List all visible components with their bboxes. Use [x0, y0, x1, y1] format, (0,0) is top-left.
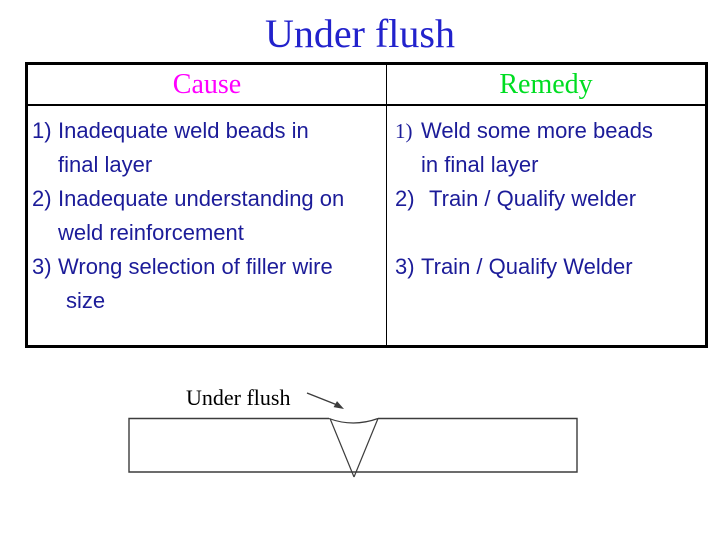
weld-diagram — [128, 392, 578, 478]
cause-remedy-table: Cause Remedy 1)Inadequate weld beads in … — [25, 62, 708, 348]
item-text: size — [66, 288, 106, 313]
table-header-row: Cause Remedy — [28, 65, 705, 106]
cause-line-4: weld reinforcement — [32, 216, 384, 250]
item-number: 3) — [395, 254, 415, 279]
remedy-cell: 1) Weld some more beads in final layer 2)… — [387, 106, 705, 345]
item-text: Train / Qualify Welder — [421, 254, 633, 279]
item-text: Inadequate weld beads in — [58, 118, 309, 143]
table-body-row: 1)Inadequate weld beads in final layer 2… — [28, 106, 705, 345]
item-number: 3) — [32, 254, 52, 279]
item-number: 2) — [395, 186, 415, 211]
remedy-line-3: 2) Train / Qualify welder — [395, 182, 703, 216]
underflush-curve — [328, 417, 379, 424]
cause-line-3: 2)Inadequate understanding on — [32, 182, 384, 216]
remedy-line-4 — [395, 216, 703, 250]
cause-cell: 1)Inadequate weld beads in final layer 2… — [28, 106, 387, 345]
item-number: 2) — [32, 186, 52, 211]
item-text: final layer — [58, 152, 153, 177]
item-text: in final layer — [421, 152, 539, 177]
remedy-line-5: 3)Train / Qualify Welder — [395, 250, 703, 284]
plate-outline — [128, 417, 578, 473]
cause-line-6: size — [32, 284, 384, 318]
item-number: 1) — [32, 118, 52, 143]
item-text: weld reinforcement — [58, 220, 244, 245]
remedy-line-1: 1) Weld some more beads — [395, 114, 703, 148]
cause-line-2: final layer — [32, 148, 384, 182]
item-text: Train / Qualify welder — [429, 186, 637, 211]
item-text: Wrong selection of filler wire — [58, 254, 333, 279]
weld-groove-left — [329, 418, 355, 478]
annotation-arrow-line — [306, 392, 337, 406]
cause-header-cell: Cause — [28, 65, 387, 104]
item-text: Inadequate understanding on — [58, 186, 345, 211]
item-number: 1) — [395, 119, 413, 143]
under-flush-label: Under flush — [186, 385, 291, 410]
remedy-header-cell: Remedy — [499, 68, 593, 100]
weld-groove-right — [353, 418, 379, 478]
cause-line-1: 1)Inadequate weld beads in — [32, 114, 384, 148]
slide-title: Under flush — [265, 11, 455, 56]
item-text: Weld some more beads — [421, 118, 653, 143]
remedy-line-2: in final layer — [395, 148, 703, 182]
cause-line-5: 3)Wrong selection of filler wire — [32, 250, 384, 284]
annotation-arrow-head — [333, 401, 344, 409]
